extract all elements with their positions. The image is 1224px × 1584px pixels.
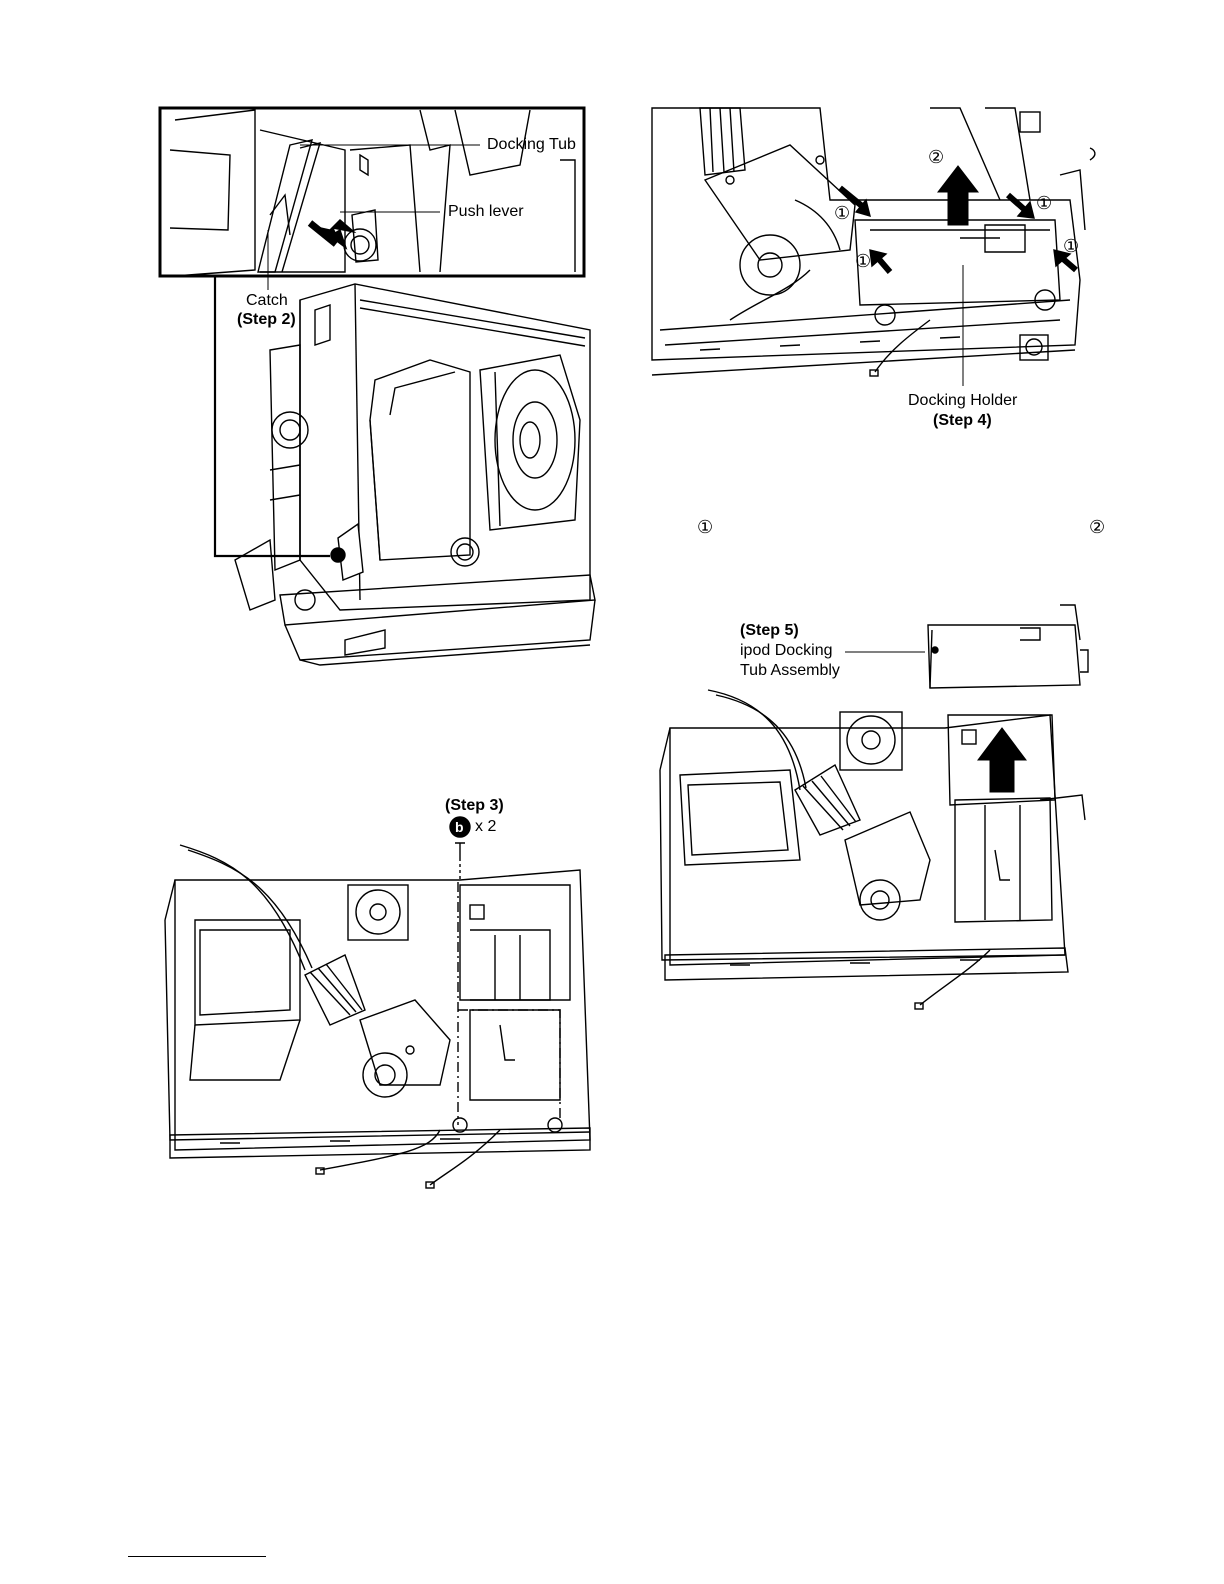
marker-2-arrow: ② [928, 148, 944, 166]
instruction-marker-1: ① [697, 518, 713, 536]
screw-b-icon: b [455, 818, 464, 836]
figure-3-docking-holder-drawing [652, 108, 1095, 386]
push-lever-label: Push lever [448, 203, 524, 221]
ipod-docking-label: ipod Docking [740, 642, 833, 660]
figure-1-docking-tub-drawing [160, 108, 595, 665]
docking-tub-label: Docking Tub [487, 136, 576, 154]
figure-2-screw-removal-drawing [165, 817, 590, 1188]
marker-1-right-top: ① [1036, 194, 1052, 212]
footer-rule [128, 1556, 266, 1557]
docking-holder-label: Docking Holder [908, 392, 1017, 410]
catch-label: Catch [246, 292, 288, 310]
marker-1-right-bottom: ① [1063, 237, 1079, 255]
step-3-label: (Step 3) [445, 797, 504, 815]
instruction-marker-2: ② [1089, 518, 1105, 536]
marker-1-left-bottom: ① [855, 252, 871, 270]
screw-count-label: x 2 [475, 818, 496, 836]
tub-assembly-label: Tub Assembly [740, 662, 840, 680]
marker-1-left-top: ① [834, 204, 850, 222]
step-4-label: (Step 4) [933, 412, 992, 430]
step-5-label: (Step 5) [740, 622, 799, 640]
figure-4-docking-tub-assembly-drawing [660, 605, 1088, 1009]
step-2-label: (Step 2) [237, 311, 296, 329]
